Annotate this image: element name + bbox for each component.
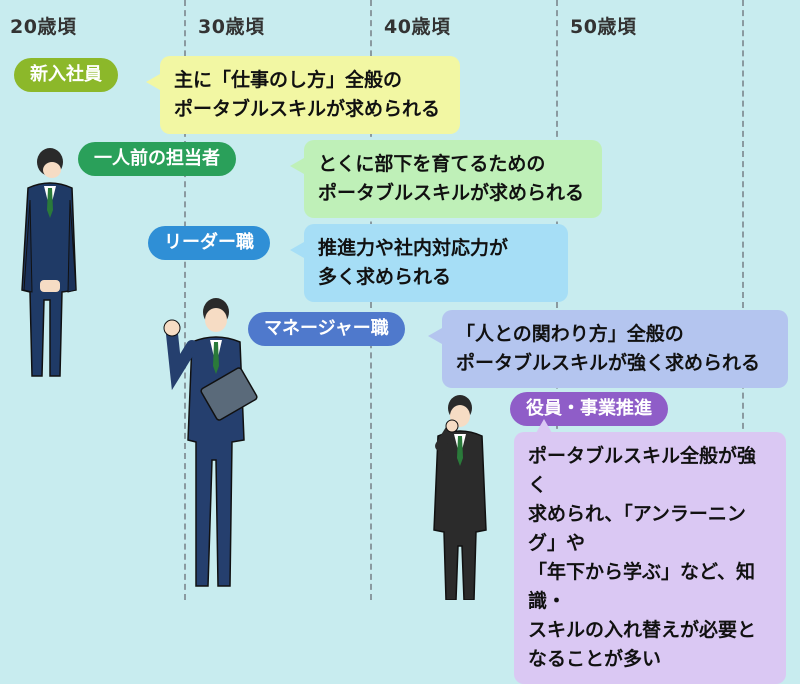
- person-new-employee-illustration: [21, 148, 77, 377]
- stage-label-leader: リーダー職: [148, 226, 270, 260]
- stage-label-manager: マネージャー職: [248, 312, 405, 346]
- stage-bubble-leader: 推進力や社内対応力が 多く求められる: [290, 224, 568, 302]
- bubble-tail: [146, 74, 160, 90]
- bubble-tail: [290, 158, 304, 174]
- career-timeline-diagram: 20歳頃 30歳頃 40歳頃 50歳頃 新入社員 主に「仕事のし方」全般の ポー…: [10, 0, 788, 684]
- person-leader-illustration: [163, 298, 258, 587]
- age-label-40: 40歳頃: [384, 16, 451, 38]
- stage-bubble-full-staff: とくに部下を育てるための ポータブルスキルが求められる: [290, 140, 602, 218]
- stage-text-line: なることが多い: [528, 648, 662, 670]
- stage-text-line: 多く求められる: [318, 266, 452, 288]
- person-executive-illustration: [433, 395, 487, 600]
- bubble-tail: [536, 419, 552, 433]
- stage-text-line: ポータブルスキルが求められる: [174, 98, 441, 120]
- stage-text-line: スキルの入れ替えが必要と: [528, 619, 757, 641]
- stage-text-line: 「年下から学ぶ」など、知識・: [528, 561, 756, 612]
- stage-text-line: 「人との関わり方」全般の: [456, 323, 684, 345]
- stage-bubble-executive: ポータブルスキル全般が強く 求められ、「アンラーニング」や 「年下から学ぶ」など…: [514, 419, 786, 684]
- age-label-50: 50歳頃: [570, 16, 637, 38]
- timeline-line-30: [184, 0, 186, 600]
- stage-text-line: とくに部下を育てるための: [318, 153, 546, 175]
- stage-label-executive: 役員・事業推進: [510, 392, 668, 426]
- stage-text-line: ポータブルスキルが強く求められる: [456, 352, 761, 374]
- age-label-30: 30歳頃: [198, 16, 265, 38]
- stage-text-line: 推進力や社内対応力が: [318, 237, 509, 259]
- stage-text-line: ポータブルスキル全般が強く: [528, 445, 757, 496]
- stage-text-line: 主に「仕事のし方」全般の: [174, 69, 403, 91]
- stage-bubble-new-employee: 主に「仕事のし方」全般の ポータブルスキルが求められる: [146, 56, 460, 134]
- stage-label-full-staff: 一人前の担当者: [78, 142, 236, 176]
- stage-label-new-employee: 新入社員: [14, 58, 118, 92]
- stage-text-line: 求められ、「アンラーニング」や: [528, 503, 746, 554]
- age-label-20: 20歳頃: [10, 16, 77, 38]
- stage-text-line: ポータブルスキルが求められる: [318, 182, 585, 204]
- bubble-tail: [428, 328, 442, 344]
- bubble-tail: [290, 242, 304, 258]
- timeline-line-60: [742, 0, 744, 600]
- stage-bubble-manager: 「人との関わり方」全般の ポータブルスキルが強く求められる: [428, 310, 788, 388]
